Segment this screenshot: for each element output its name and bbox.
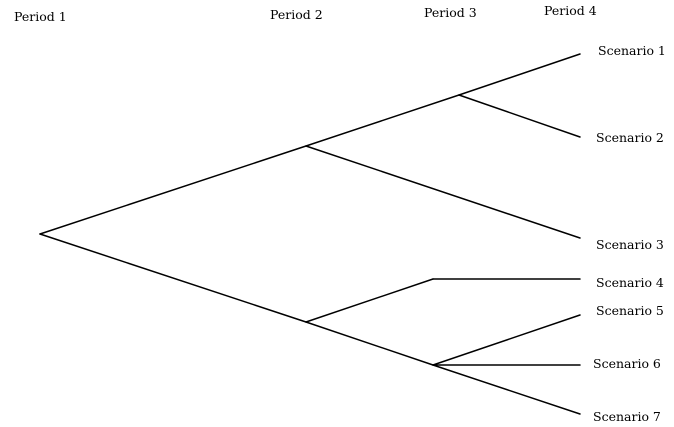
branch-split-to-scenario-2 bbox=[459, 95, 580, 137]
scenario-label-1: Scenario 1 bbox=[598, 43, 666, 58]
period-label-2: Period 2 bbox=[270, 7, 323, 22]
period-label-3: Period 3 bbox=[424, 5, 477, 20]
scenario-label-2: Scenario 2 bbox=[596, 130, 664, 145]
scenario-label-7: Scenario 7 bbox=[593, 409, 661, 424]
scenario-label-3: Scenario 3 bbox=[596, 237, 664, 252]
scenario-label-4: Scenario 4 bbox=[596, 275, 664, 290]
branch-fan-to-scenario-7 bbox=[433, 365, 580, 414]
scenario-label-6: Scenario 6 bbox=[593, 356, 661, 371]
branch-root-to-lower bbox=[40, 234, 306, 322]
branch-lower-to-mid bbox=[306, 279, 433, 322]
branch-upper-to-split bbox=[306, 95, 459, 146]
scenario-label-5: Scenario 5 bbox=[596, 303, 664, 318]
period-label-4: Period 4 bbox=[544, 3, 597, 18]
branch-split-to-scenario-1 bbox=[459, 54, 580, 95]
branch-fan-to-scenario-5 bbox=[433, 315, 580, 365]
branch-upper-to-scenario-3 bbox=[306, 146, 580, 238]
period-label-1: Period 1 bbox=[14, 9, 67, 24]
branch-root-to-upper bbox=[40, 146, 306, 234]
branch-lower-to-fan bbox=[306, 322, 433, 365]
